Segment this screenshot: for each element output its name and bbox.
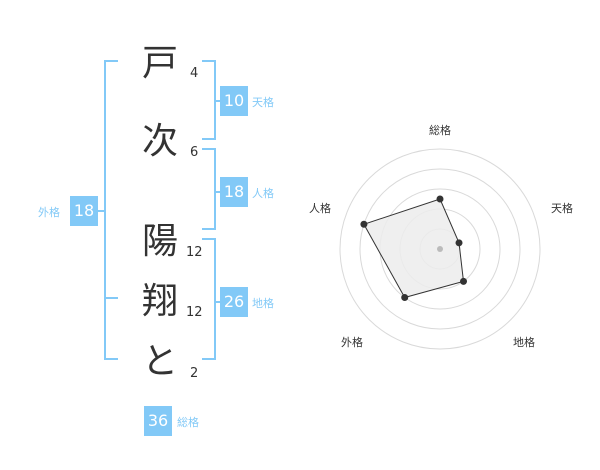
tenkaku-connector	[214, 100, 222, 102]
stroke-count-3: 12	[186, 245, 203, 260]
name-char-4: 翔	[141, 281, 178, 322]
stroke-count-4: 12	[186, 305, 203, 320]
radar-axis-label-chikaku: 地格	[513, 335, 535, 349]
gaikaku-connector	[98, 210, 106, 212]
radar-data-polygon	[363, 198, 465, 299]
radar-center-dot	[437, 246, 443, 252]
radar-axis-label-jinkaku: 人格	[309, 201, 331, 215]
gaikaku-value-box: 18	[70, 196, 98, 226]
name-char-3: 陽	[141, 221, 178, 262]
radar-point-2	[455, 239, 463, 247]
radar-chart: 総格 天格 地格 外格 人格	[309, 123, 573, 350]
radar-points	[360, 195, 468, 302]
soukaku-label: 総格	[177, 416, 199, 429]
name-char-1: 戸	[141, 43, 178, 84]
stroke-count-1: 4	[190, 66, 199, 81]
jinkaku-value-box: 18	[220, 177, 248, 207]
jinkaku-label: 人格	[252, 187, 274, 200]
gaikaku-bracket-tick	[104, 297, 118, 299]
radar-point-3	[460, 277, 468, 285]
name-char-2: 次	[141, 121, 178, 162]
gaikaku-label: 外格	[38, 206, 60, 219]
tenkaku-value-box: 10	[220, 86, 248, 116]
radar-axis-label-soukaku: 総格	[429, 123, 451, 137]
radar-axis-label-tenkaku: 天格	[551, 201, 573, 215]
radar-grid-ring	[339, 148, 541, 350]
radar-axis-label-gaikaku: 外格	[341, 335, 363, 349]
stroke-count-2: 6	[190, 145, 199, 160]
radar-point-1	[436, 195, 444, 203]
chikaku-connector	[214, 301, 222, 303]
jinkaku-bracket	[202, 148, 216, 230]
chikaku-value-box: 26	[220, 287, 248, 317]
radar-grid-ring	[359, 168, 521, 330]
soukaku-value-box: 36	[144, 406, 172, 436]
gaikaku-bracket	[104, 60, 118, 360]
radar-point-4	[401, 294, 409, 302]
jinkaku-connector	[214, 191, 222, 193]
stroke-count-5: 2	[190, 366, 199, 381]
radar-point-5	[360, 220, 368, 228]
chikaku-label: 地格	[252, 297, 274, 310]
tenkaku-label: 天格	[252, 96, 274, 109]
chikaku-bracket	[202, 238, 216, 360]
name-char-5: と	[141, 341, 178, 382]
